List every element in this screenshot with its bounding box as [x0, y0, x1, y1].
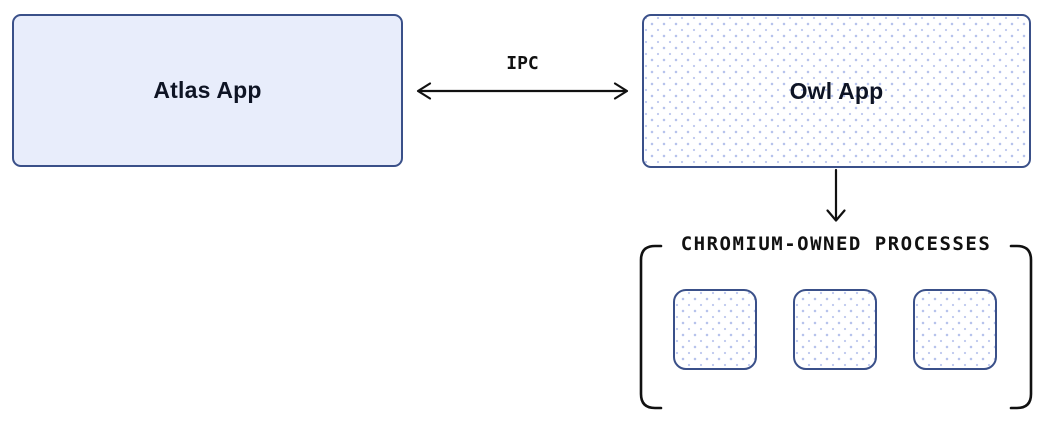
owl-down-arrowhead-icon [826, 209, 846, 222]
ipc-arrowhead-left-icon [416, 82, 432, 100]
ipc-arrowhead-right-icon [613, 82, 629, 100]
ipc-edge-label: IPC [506, 53, 539, 74]
atlas-app-label: Atlas App [153, 77, 262, 103]
chromium-process-box-2 [793, 289, 877, 370]
chromium-process-box-3 [913, 289, 997, 370]
left-bracket [639, 244, 663, 410]
right-bracket [1009, 244, 1033, 410]
atlas-app-node: Atlas App [12, 14, 403, 167]
chromium-process-box-1 [673, 289, 757, 370]
owl-app-node: Owl App [642, 14, 1031, 168]
chromium-processes-group-title: CHROMIUM-OWNED PROCESSES [680, 233, 992, 255]
owl-app-label: Owl App [789, 77, 884, 104]
